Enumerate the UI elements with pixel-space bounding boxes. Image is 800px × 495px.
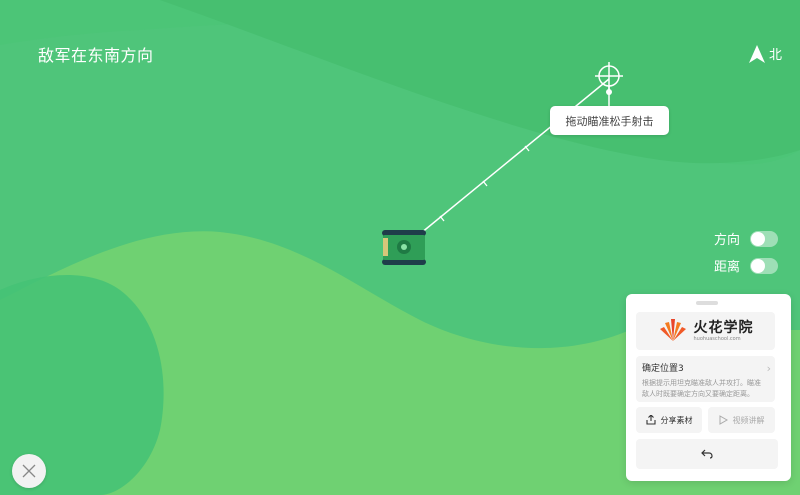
compass: 北 (749, 44, 782, 63)
direction-toggle-label: 方向 (713, 233, 740, 248)
share-icon (645, 415, 656, 425)
huohua-logo-icon (659, 319, 686, 341)
video-explain-button[interactable]: 视频讲解 (708, 407, 775, 433)
aim-hint-tooltip: 拖动瞄准松手射击 (550, 106, 669, 135)
undo-button[interactable] (636, 439, 778, 469)
close-button[interactable] (12, 454, 46, 488)
lesson-card[interactable]: 确定位置3 根据提示用坦克瞄准敌人并攻打。瞄准敌人时既要确定方向又要确定距离。 … (636, 356, 775, 402)
brand-name: 火花学院 (693, 319, 754, 336)
compass-label: 北 (769, 48, 783, 63)
share-material-button[interactable]: 分享素材 (636, 407, 702, 433)
toggle-knob (751, 231, 765, 246)
play-icon (719, 415, 728, 425)
brand-banner: 火花学院 huohuaschool.com (636, 312, 775, 350)
share-material-label: 分享素材 (660, 415, 693, 425)
distance-toggle-row[interactable]: 距离 (714, 256, 778, 275)
lesson-title: 确定位置3 (642, 364, 684, 374)
crosshair-icon[interactable] (595, 62, 623, 107)
lesson-description: 根据提示用坦克瞄准敌人并攻打。瞄准敌人时既要确定方向又要确定距离。 (642, 379, 761, 398)
undo-arrow-icon (701, 449, 713, 459)
distance-toggle[interactable] (750, 257, 778, 274)
distance-toggle-label: 距离 (713, 260, 740, 275)
video-explain-label: 视频讲解 (732, 415, 765, 425)
panel-grip[interactable] (696, 301, 718, 305)
game-title: 敌军在东南方向 (38, 46, 154, 65)
north-arrow-icon (749, 44, 765, 63)
direction-toggle[interactable] (750, 230, 778, 247)
lesson-panel: 火花学院 huohuaschool.com 确定位置3 根据提示用坦克瞄准敌人并… (626, 294, 791, 481)
tank-icon[interactable] (382, 230, 426, 265)
aim-line (403, 78, 610, 248)
brand-url: huohuaschool.com (693, 335, 741, 342)
toggle-knob (751, 258, 765, 273)
chevron-right-icon: › (766, 362, 771, 375)
close-icon (22, 464, 36, 478)
direction-toggle-row[interactable]: 方向 (714, 229, 778, 248)
